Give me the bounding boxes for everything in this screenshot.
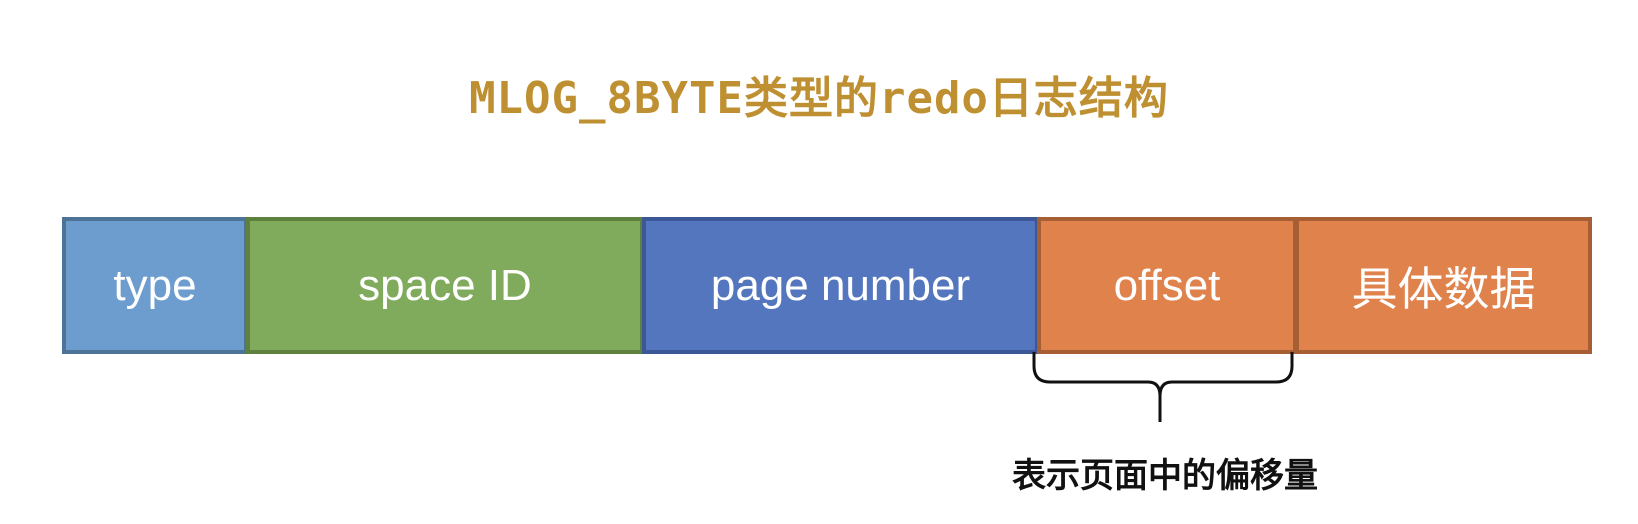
offset-annotation: 表示页面中的偏移量 — [1012, 456, 1318, 496]
field-type-label: type — [113, 260, 197, 310]
field-type: type — [62, 217, 248, 354]
diagram-title: MLOG_8BYTE类型的redo日志结构 — [469, 73, 1169, 124]
field-space-id-label: space ID — [358, 260, 532, 310]
field-space-id: space ID — [246, 217, 644, 354]
field-data: 具体数据 — [1295, 217, 1592, 354]
offset-brace-icon — [1032, 352, 1294, 422]
field-offset: offset — [1037, 217, 1297, 354]
field-offset-label: offset — [1113, 260, 1221, 310]
field-data-label: 具体数据 — [1351, 261, 1536, 316]
field-page-number-label: page number — [710, 260, 971, 310]
field-page-number: page number — [642, 217, 1039, 354]
